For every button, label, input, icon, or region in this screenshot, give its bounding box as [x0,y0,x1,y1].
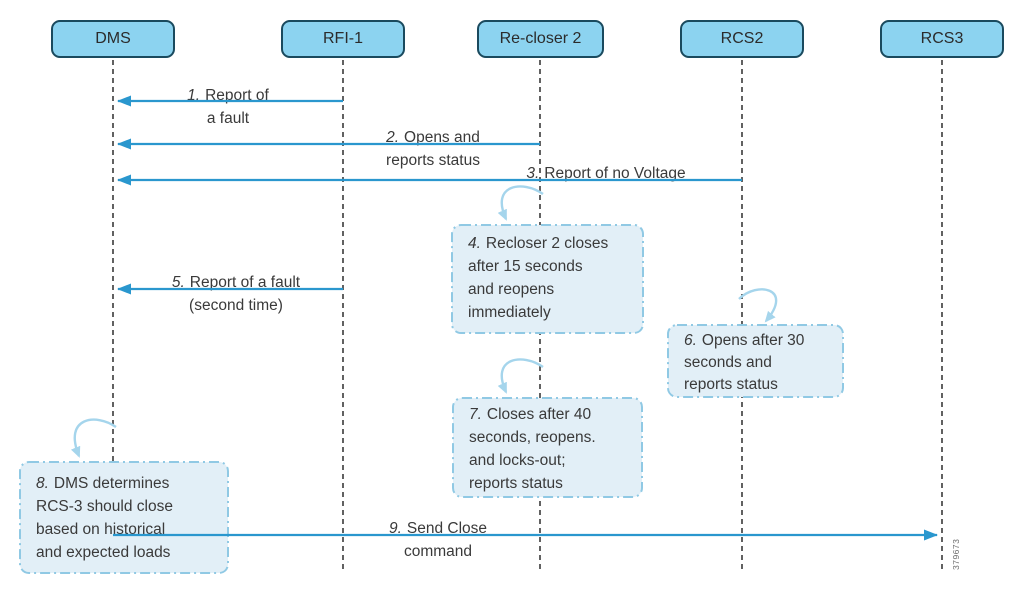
note-8: 8.DMS determines RCS-3 should close base… [36,472,173,564]
note-6-number: 6. [684,332,697,349]
message-1-number: 1. [187,87,201,104]
note-7: 7.Closes after 40 seconds, reopens. and … [469,403,596,495]
actor-box-dms: DMS [51,20,175,58]
message-label-9: 9.Send Close command [389,517,487,563]
message-label-2: 2.Opens and reports status [386,126,480,172]
note-box-8 [19,461,229,574]
note-box-4 [451,224,644,334]
message-label-5: 5.Report of a fault (second time) [172,271,300,317]
note-4-text: Recloser 2 closes after 15 seconds and r… [468,235,609,321]
actor-box-rfi-1: RFI-1 [281,20,405,58]
self-loop-6 [738,288,778,323]
message-3-number: 3. [526,165,540,182]
note-box-6 [667,324,844,398]
note-4: 4.Recloser 2 closes after 15 seconds and… [468,232,608,324]
note-4-number: 4. [468,235,481,252]
message-2-text: Opens and reports status [386,129,480,169]
note-8-text: DMS determines RCS-3 should close based … [36,475,173,561]
actor-label-rcs2: RCS2 [720,30,764,47]
message-5-number: 5. [171,274,185,291]
actor-box-recloser2: Re-closer 2 [477,20,604,58]
actor-label-rfi-1: RFI-1 [323,30,363,47]
figure-number: 379673 [951,538,961,570]
note-8-number: 8. [36,475,49,492]
actor-label-rcs3: RCS3 [920,30,964,47]
actor-box-rcs3: RCS3 [880,20,1004,58]
message-9-text: Send Close command [403,520,488,560]
actor-label-dms: DMS [95,30,131,47]
note-7-text: Closes after 40 seconds, reopens. and lo… [469,406,596,492]
message-label-3: 3.Report of no Voltage [526,162,685,185]
self-loop-7 [497,358,544,394]
message-5-text: Report of a fault (second time) [189,274,301,314]
message-label-1: 1.Report of a fault [187,84,269,130]
self-loop-4 [497,185,544,221]
message-3-text: Report of no Voltage [544,165,686,182]
self-loop-8 [70,418,117,458]
note-6: 6.Opens after 30 seconds and reports sta… [684,330,804,396]
actor-label-recloser2: Re-closer 2 [499,30,582,47]
note-7-number: 7. [469,406,482,423]
note-box-7 [452,397,643,498]
message-2-number: 2. [386,129,400,146]
message-9-number: 9. [388,520,402,537]
note-6-text: Opens after 30 seconds and reports statu… [684,332,805,393]
actor-box-rcs2: RCS2 [680,20,804,58]
message-1-text: Report of a fault [205,87,269,127]
